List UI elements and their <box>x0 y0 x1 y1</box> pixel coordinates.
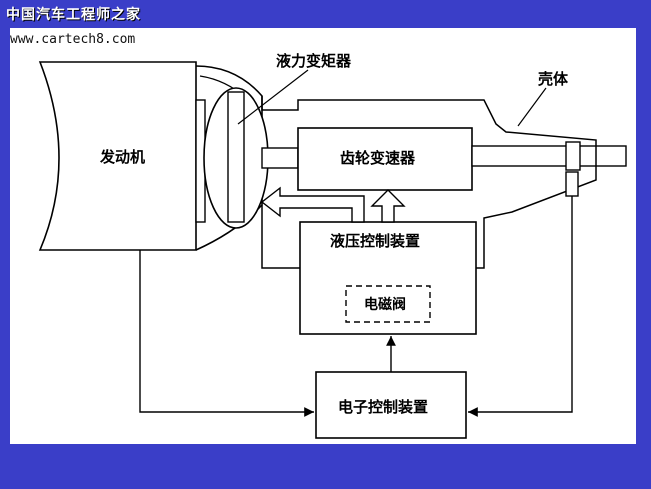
speed-sensor-signal-line <box>468 196 573 417</box>
engine-signal-line <box>139 250 314 417</box>
hydraulic-control-label: 液压控制装置 <box>330 232 420 250</box>
diagram-canvas: 发动机 液力变矩器 齿轮变速器 壳体 液压控制装置 电磁阀 <box>10 28 636 444</box>
housing-lower-left <box>261 205 300 269</box>
hydraulic-to-converter-arrow <box>260 186 365 223</box>
solenoid-valve-box <box>345 285 431 323</box>
output-speed-sensor-ring <box>565 141 581 171</box>
engine-label: 发动机 <box>99 148 145 166</box>
watermark-url: www.cartech8.com <box>10 32 136 47</box>
watermark-site-name: 中国汽车工程师之家 <box>6 7 141 23</box>
gear-transmission-label: 齿轮变速器 <box>340 149 416 167</box>
torque-converter-label: 液力变矩器 <box>276 52 352 70</box>
electronic-control-box <box>315 371 467 439</box>
housing-label: 壳体 <box>537 70 569 88</box>
transmission-housing <box>261 96 597 269</box>
output-speed-sensor <box>565 171 579 197</box>
converter-impeller <box>227 91 245 223</box>
engine-block <box>38 61 197 251</box>
solenoid-valve-label: 电磁阀 <box>364 296 406 313</box>
torque-converter-leader <box>237 69 309 125</box>
electronic-control-label: 电子控制装置 <box>338 398 428 416</box>
input-shaft <box>261 147 299 169</box>
housing-leader <box>517 87 547 127</box>
output-shaft <box>471 145 627 167</box>
hydraulic-to-gear-arrow <box>370 189 406 223</box>
transmission-diagram: 发动机 液力变矩器 齿轮变速器 壳体 液压控制装置 电磁阀 <box>38 52 627 439</box>
